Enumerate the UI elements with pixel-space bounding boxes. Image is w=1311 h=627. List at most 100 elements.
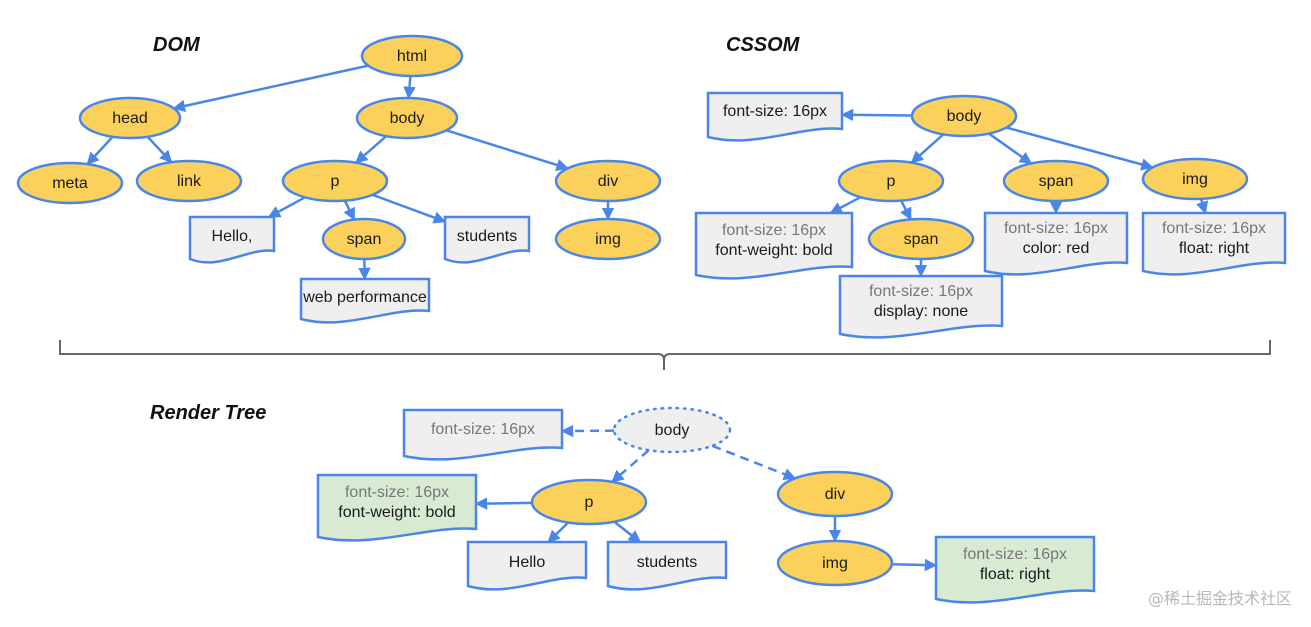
element-shape — [360, 34, 464, 78]
cssom-node-img: img — [1141, 157, 1249, 201]
dom-title: DOM — [153, 34, 201, 56]
dom-node-meta: meta — [16, 161, 124, 205]
element-shape — [910, 94, 1018, 138]
style-node-shape — [402, 408, 564, 461]
element-shape — [776, 539, 894, 587]
element-shape — [1002, 159, 1110, 203]
cssom-edge-body-to-img — [1006, 126, 1154, 171]
dom-edge-html-to-head — [172, 64, 369, 113]
merge-bracket — [59, 340, 1271, 370]
element-shape — [78, 96, 182, 140]
node-label: meta — [52, 175, 88, 192]
style-rule-line: font-size: 16px — [869, 283, 973, 300]
element-shape — [554, 159, 662, 203]
dom-edge-body-to-p — [354, 135, 388, 164]
edges-layer — [86, 64, 1209, 572]
style-rule-line: display: none — [874, 303, 968, 320]
dom-node-p: p — [281, 159, 389, 203]
cssom-title: CSSOM — [726, 34, 801, 56]
cssom-edge-img-to-img_style — [1196, 198, 1209, 215]
render-tree-title: Render Tree — [150, 402, 266, 424]
element-shape — [530, 478, 648, 526]
node-label: link — [177, 173, 202, 190]
node-label: body — [390, 110, 425, 127]
node-label: span — [347, 231, 382, 248]
dom-edge-body-to-div — [445, 129, 569, 171]
node-label: body — [947, 108, 982, 125]
node-label: span — [1039, 173, 1074, 190]
render-tree-edge-img-to-img_style — [891, 558, 938, 572]
style-rule-line: float: right — [980, 566, 1051, 583]
style-node-shape — [983, 211, 1129, 276]
node-label: p — [331, 173, 340, 190]
node-label: p — [887, 173, 896, 190]
cssom-edge-p-to-span2 — [900, 200, 912, 221]
node-label: img — [822, 555, 848, 572]
node-label: div — [598, 173, 618, 190]
cssom-edge-body-to-span1 — [988, 132, 1033, 165]
element-shape — [281, 159, 389, 203]
node-label: img — [595, 231, 621, 248]
element-shape — [16, 161, 124, 205]
node-label: Hello — [509, 554, 546, 571]
style-rule-line: font-size: 16px — [722, 222, 826, 239]
style-rule-line: font-size: 16px — [1162, 220, 1266, 237]
cssom-node-p: p — [837, 159, 945, 203]
render-tree-node-p_style: font-size: 16px font-weight: bold — [316, 473, 478, 542]
element-shape — [321, 217, 407, 261]
ghost-element-shape — [612, 406, 732, 454]
node-label: Hello, — [212, 228, 253, 245]
render-tree-node-body: body — [612, 406, 732, 454]
node-label: html — [397, 48, 427, 65]
style-rule-line: float: right — [1179, 240, 1250, 257]
style-rule-line: font-size: 16px — [431, 421, 535, 438]
element-shape — [554, 217, 662, 261]
node-label: web performance — [302, 289, 427, 306]
watermark: @稀土掘金技术社区 — [1148, 589, 1292, 608]
render-tree-edge-p-to-p_style — [474, 497, 533, 510]
dom-node-img: img — [554, 217, 662, 261]
node-label: students — [457, 228, 517, 245]
render-tree-edge-p-to-hello — [547, 521, 570, 543]
element-shape — [1141, 157, 1249, 201]
style-rule-line: font-size: 16px — [345, 484, 449, 501]
node-label: img — [1182, 171, 1208, 188]
element-shape — [355, 96, 459, 140]
dom-edge-p-to-span — [343, 200, 356, 221]
style-rule-line: font-weight: bold — [338, 504, 455, 521]
style-rule-line: font-size: 16px — [963, 546, 1067, 563]
element-shape — [776, 470, 894, 518]
text-node-shape — [188, 215, 276, 264]
style-rule-line: font-size: 16px — [723, 103, 827, 120]
cssom-node-img_style: font-size: 16px float: right — [1141, 211, 1287, 276]
dom-node-html: html — [360, 34, 464, 78]
cssom-node-span2: span — [867, 217, 975, 261]
render-tree-node-hello: Hello — [466, 540, 588, 591]
render-tree-node-students: students — [606, 540, 728, 591]
element-shape — [135, 159, 243, 203]
dom-edge-head-to-meta — [86, 135, 114, 166]
node-label: students — [637, 554, 697, 571]
style-rule-line: font-weight: bold — [715, 242, 832, 259]
element-shape — [867, 217, 975, 261]
dom-node-div: div — [554, 159, 662, 203]
render-tree-node-body_style: font-size: 16px — [402, 408, 564, 461]
cssom-edge-body-to-p — [910, 133, 945, 164]
text-node-shape — [606, 540, 728, 591]
render-tree-node-p: p — [530, 478, 648, 526]
style-node-shape — [934, 535, 1096, 604]
dom-node-webperf: web performance — [299, 277, 431, 324]
node-label: body — [655, 422, 690, 439]
dom-node-span: span — [321, 217, 407, 261]
render-tree-edge-body-to-p — [611, 449, 650, 483]
node-label: p — [585, 494, 594, 511]
render-tree-node-img_style: font-size: 16px float: right — [934, 535, 1096, 604]
text-node-shape — [443, 215, 531, 264]
render-tree-node-div: div — [776, 470, 894, 518]
dom-edge-html-to-body — [403, 75, 416, 100]
cssom-edge-p-to-p_style — [829, 196, 862, 215]
dom-node-hello: Hello, — [188, 215, 276, 264]
